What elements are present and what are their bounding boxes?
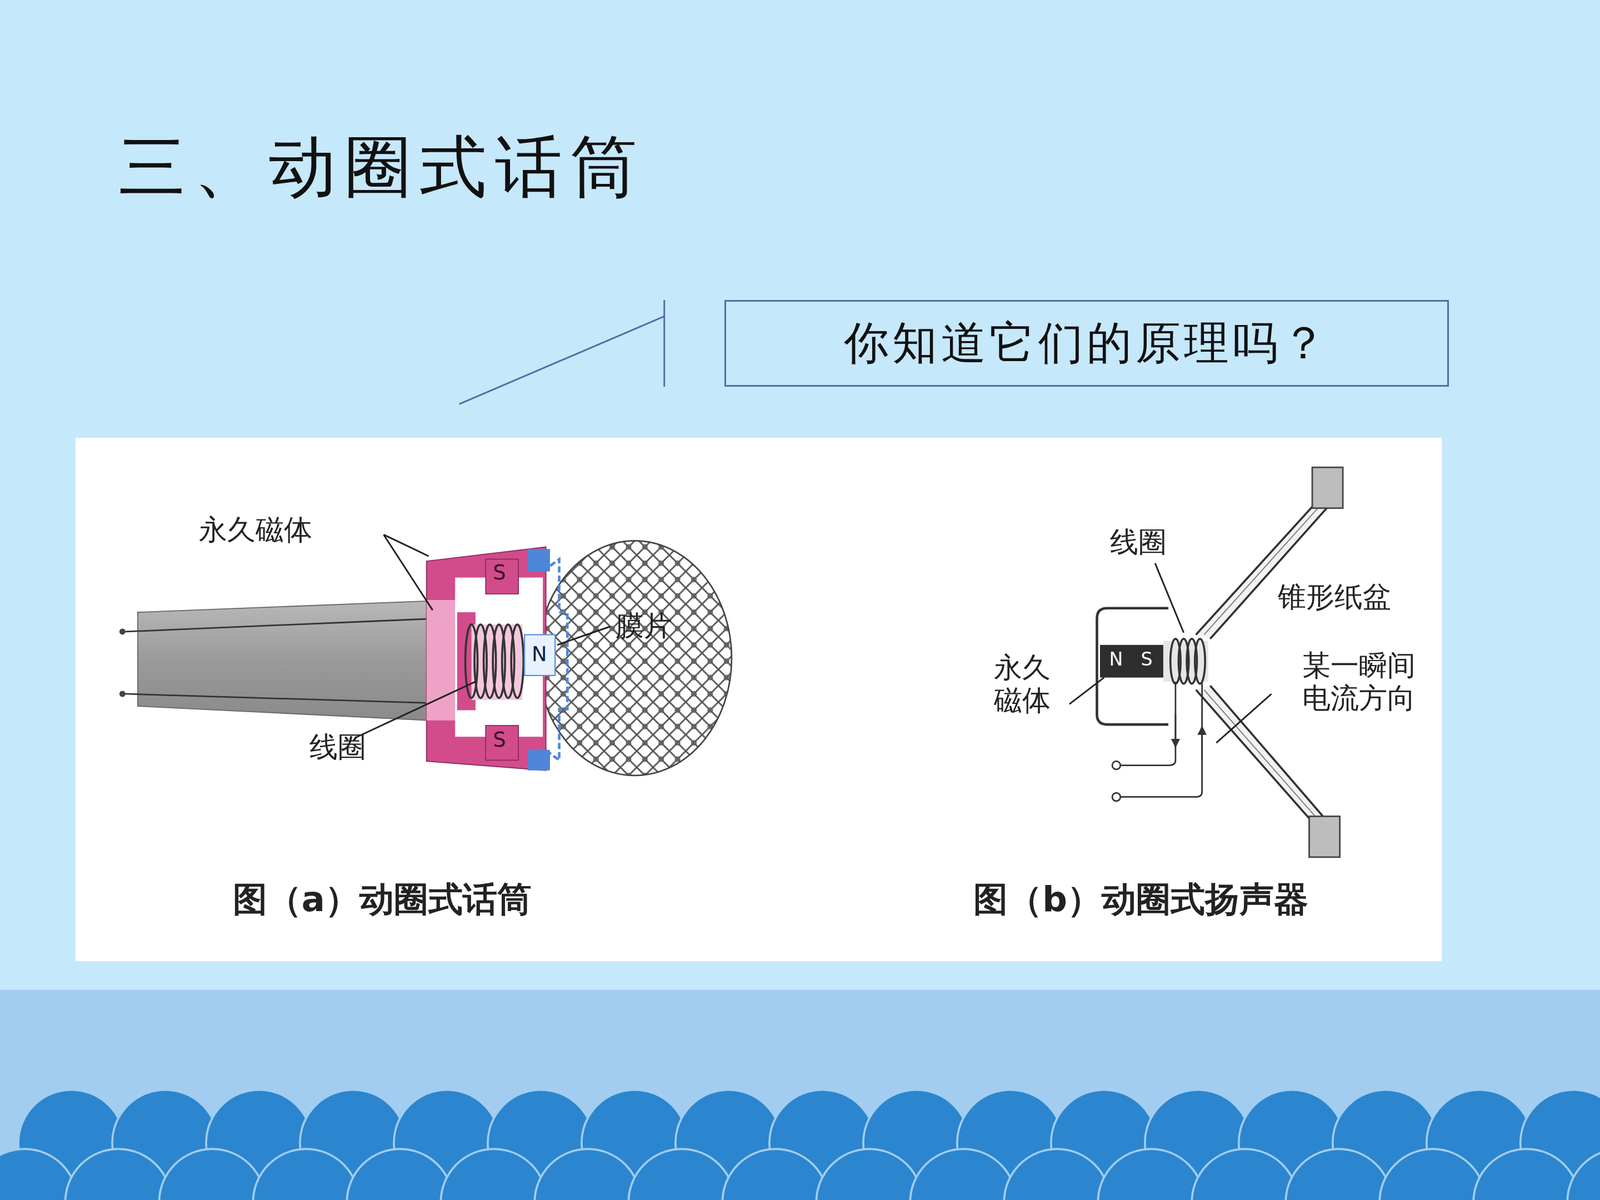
leader-line [355,681,476,738]
part-label: 永久磁体 [993,651,1053,717]
current-arrow [1175,714,1177,748]
part-label: 线圈 [309,730,367,764]
part-label: 线圈 [1110,525,1167,559]
part-label: 某一瞬间电流方向 [1302,648,1418,715]
callout-leader [459,300,665,404]
question-box: 你知道它们的原理吗？ [724,300,1449,387]
pole-letter: S [1140,648,1153,670]
leader-line [557,626,611,645]
scallop-row [0,1090,1600,1200]
pole-letter: N [531,642,547,667]
part-label: 膜片 [615,609,673,643]
pole-letter: S [492,728,506,752]
pole-letter: S [492,561,506,585]
speaker-drawing [1069,467,1343,858]
part-label: 锥形纸盆 [1277,580,1392,614]
leader-line [1069,677,1104,705]
figure-caption: 图（a）动圈式话筒 [232,879,532,920]
leader-line [383,534,433,610]
slide-title: 三、动圈式话筒 [118,128,646,206]
leader-line [1155,563,1184,633]
pole-letter: N [1109,648,1124,670]
figure-caption: 图（b）动圈式扬声器 [973,879,1309,920]
figure-panel [75,437,1442,962]
leader-line [1216,693,1272,743]
part-label: 永久磁体 [198,513,313,547]
question-text: 你知道它们的原理吗？ [843,313,1330,374]
current-arrow [1201,726,1203,761]
microphone-drawing [119,534,732,775]
